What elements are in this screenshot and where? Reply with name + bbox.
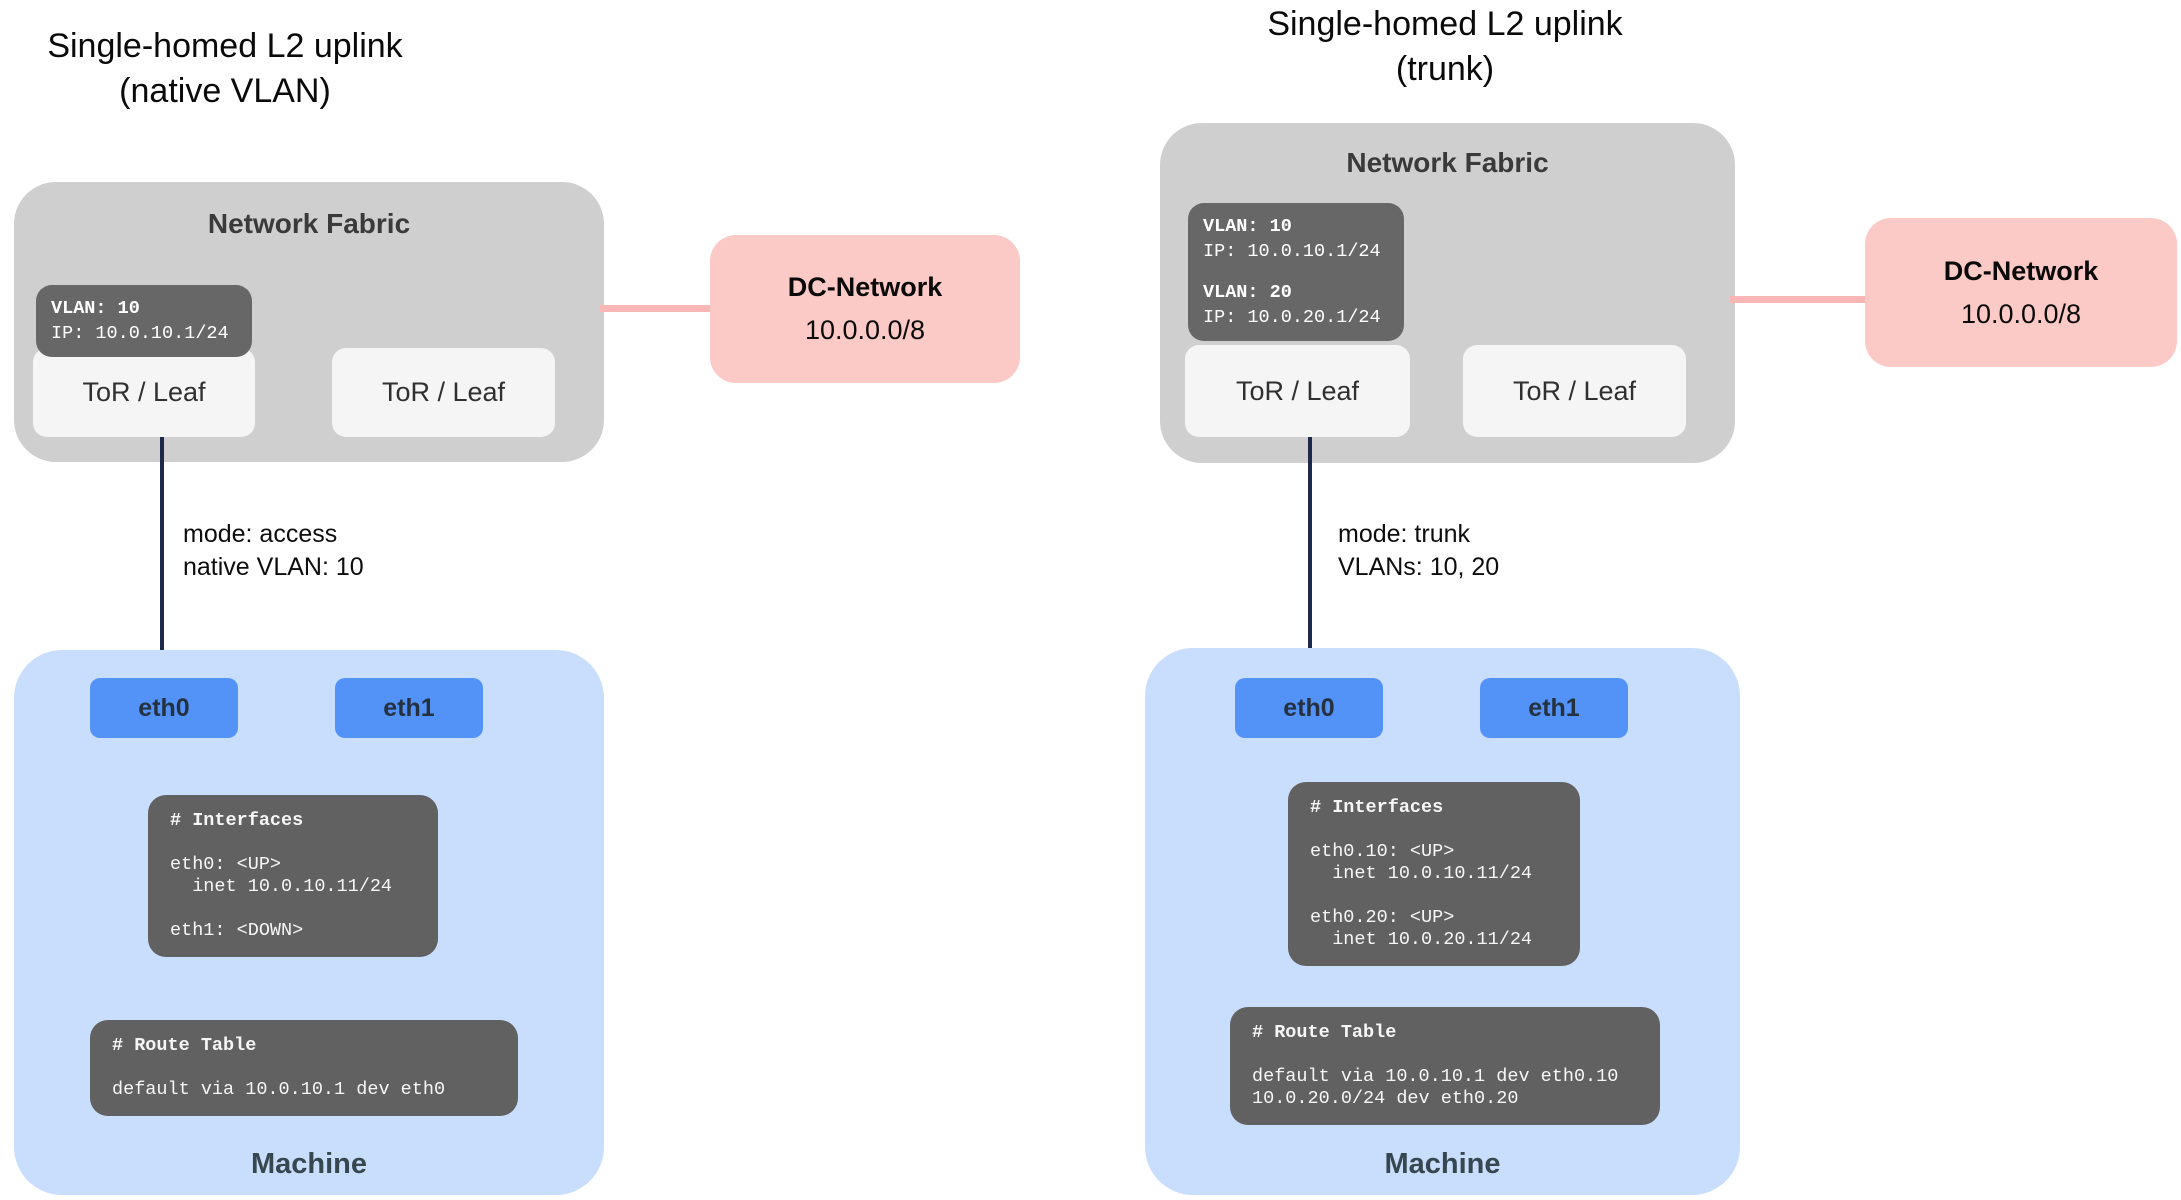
machine-label-right: Machine	[1384, 1148, 1501, 1180]
interfaces-right-line-4: eth0.20: <UP>	[1310, 907, 1455, 928]
link-mode-left-line1: mode: access	[183, 520, 338, 548]
link-mode-label-left: mode: access native VLAN: 10	[183, 518, 364, 583]
vlan-badge-left: VLAN: 10 IP: 10.0.10.1/24	[36, 285, 252, 357]
interfaces-code-block-left: # Interfaces eth0: <UP> inet 10.0.10.11/…	[148, 795, 438, 957]
dc-link-wire-right	[1730, 296, 1870, 303]
machine-box-right: eth0 eth1 # Interfaces eth0.10: <UP> ine…	[1145, 648, 1740, 1195]
diagram-title-right: Single-homed L2 uplink (trunk)	[1250, 2, 1640, 92]
interfaces-code-block-right: # Interfaces eth0.10: <UP> inet 10.0.10.…	[1288, 782, 1580, 966]
interfaces-right-line-3	[1310, 885, 1558, 907]
vlan-badge-right: VLAN: 10 IP: 10.0.10.1/24 VLAN: 20 IP: 1…	[1188, 203, 1404, 341]
link-mode-right-line2: VLANs: 10, 20	[1338, 552, 1500, 581]
vlan-badge-right-ip2: IP: 10.0.20.1/24	[1203, 307, 1381, 328]
dc-network-node-right: DC-Network 10.0.0.0/8	[1865, 218, 2177, 367]
tor-leaf-node-right-2: ToR / Leaf	[1463, 345, 1686, 437]
tor-leaf-node-right-1: ToR / Leaf	[1185, 345, 1410, 437]
eth0-port-left: eth0	[90, 678, 238, 738]
uplink-wire-right	[1308, 437, 1312, 680]
tor-leaf-node-left-1: ToR / Leaf	[33, 348, 255, 437]
uplink-wire-left	[160, 437, 164, 680]
interfaces-left-line-0	[170, 832, 416, 854]
dc-network-cidr-left: 10.0.0.0/8	[804, 315, 926, 345]
route-table-right-line-0	[1252, 1044, 1638, 1066]
link-mode-right-line1: mode: trunk	[1338, 520, 1471, 548]
interfaces-left-line-3	[170, 898, 416, 920]
tor-leaf-node-left-2: ToR / Leaf	[332, 348, 555, 437]
interfaces-title-right: # Interfaces	[1310, 797, 1444, 818]
route-table-left-line-1: default via 10.0.10.1 dev eth0	[112, 1079, 446, 1100]
dc-network-name-left: DC-Network	[787, 272, 943, 302]
link-mode-label-right: mode: trunk VLANs: 10, 20	[1338, 518, 1499, 583]
route-table-left-line-0	[112, 1057, 496, 1079]
eth1-port-left: eth1	[335, 678, 483, 738]
route-table-title-right: # Route Table	[1252, 1022, 1397, 1043]
interfaces-right-line-1: eth0.10: <UP>	[1310, 841, 1455, 862]
route-table-title-left: # Route Table	[112, 1035, 257, 1056]
vlan-badge-right-ip1: IP: 10.0.10.1/24	[1203, 241, 1381, 262]
diagram-title-left: Single-homed L2 uplink (native VLAN)	[30, 24, 420, 114]
dc-link-wire-left	[600, 305, 714, 312]
diagram-title-right-line2: (trunk)	[1395, 49, 1495, 88]
vlan-badge-right-vlan2: VLAN: 20	[1203, 282, 1292, 303]
vlan-badge-right-gap	[1203, 264, 1389, 280]
eth1-port-right: eth1	[1480, 678, 1628, 738]
route-table-code-block-right: # Route Table default via 10.0.10.1 dev …	[1230, 1007, 1660, 1125]
vlan-badge-right-vlan1: VLAN: 10	[1203, 216, 1292, 237]
network-fabric-label-right: Network Fabric	[1346, 147, 1549, 178]
dc-network-cidr-right: 10.0.0.0/8	[1960, 298, 2082, 329]
dc-network-node-left: DC-Network 10.0.0.0/8	[710, 235, 1020, 383]
interfaces-left-line-4: eth1: <DOWN>	[170, 920, 304, 941]
network-fabric-box-left: Network Fabric ToR / Leaf ToR / Leaf VLA…	[14, 182, 604, 462]
vlan-badge-left-ip: IP: 10.0.10.1/24	[51, 323, 229, 344]
interfaces-left-line-1: eth0: <UP>	[170, 854, 282, 875]
dc-network-name-right: DC-Network	[1943, 255, 2099, 286]
route-table-right-line-1: default via 10.0.10.1 dev eth0.10	[1252, 1066, 1619, 1087]
eth0-port-right: eth0	[1235, 678, 1383, 738]
diagram-title-left-line1: Single-homed L2 uplink	[47, 27, 403, 65]
interfaces-left-line-2: inet 10.0.10.11/24	[170, 876, 393, 897]
machine-box-left: eth0 eth1 # Interfaces eth0: <UP> inet 1…	[14, 650, 604, 1195]
interfaces-right-line-2: inet 10.0.10.11/24	[1310, 863, 1533, 884]
network-fabric-box-right: Network Fabric ToR / Leaf ToR / Leaf VLA…	[1160, 123, 1735, 463]
interfaces-right-line-5: inet 10.0.20.11/24	[1310, 929, 1533, 950]
machine-label-left: Machine	[250, 1148, 368, 1180]
diagram-title-left-line2: (native VLAN)	[119, 71, 331, 110]
link-mode-left-line2: native VLAN: 10	[183, 552, 364, 581]
interfaces-title-left: # Interfaces	[170, 810, 304, 831]
route-table-code-block-left: # Route Table default via 10.0.10.1 dev …	[90, 1020, 518, 1116]
route-table-right-line-2: 10.0.20.0/24 dev eth0.20	[1252, 1088, 1519, 1109]
vlan-badge-left-vlan: VLAN: 10	[51, 298, 140, 319]
diagram-title-right-line1: Single-homed L2 uplink	[1267, 5, 1623, 43]
interfaces-right-line-0	[1310, 819, 1558, 841]
network-fabric-label-left: Network Fabric	[207, 208, 411, 239]
